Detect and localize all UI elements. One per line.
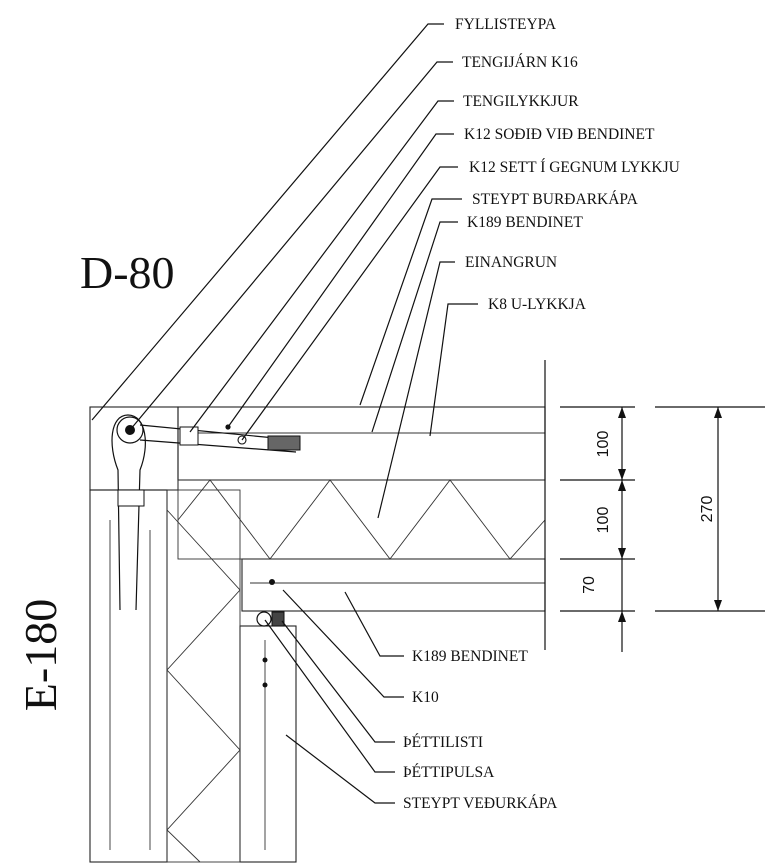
top-wall-code: D-80 [80,247,175,298]
callout-weather-slab: STEYPT VEÐURKÁPA [403,795,558,812]
callout-insulation: EINANGRUN [465,254,557,271]
fill-concrete-block [89,406,179,491]
insulation [166,479,546,863]
dimension-lines [544,360,765,652]
callout-k12-through-loop: K12 SETT Í GEGNUM LYKKJU [469,159,680,176]
concrete-sections [89,406,546,863]
callout-load-bearing-slab: STEYPT BURÐARKÁPA [472,191,639,208]
callout-k8-u-loop: K8 U-LYKKJA [488,296,587,313]
callout-sealing-sausage: ÞÉTTIPULSA [403,764,495,781]
leader-lines [91,23,478,804]
callout-sealing-strip: ÞÉTTILISTI [403,734,483,751]
callout-k12-welded: K12 SOÐIÐ VIÐ BENDINET [464,126,655,143]
inner-wall-leaf [239,625,297,863]
callout-k189-mesh-top: K189 BENDINET [467,214,583,231]
callout-k189-mesh-bottom: K189 BENDINET [412,648,528,665]
outer-wall-leaf [89,489,168,863]
dimension-layer-3: 70 [581,576,598,594]
seal-strip [271,611,285,627]
weather-slab [241,558,546,612]
callout-tie-bar-k16: TENGIJÁRN K16 [462,54,578,71]
dimension-layer-2: 100 [595,507,612,534]
side-wall-code: E-180 [15,599,66,711]
load-bearing-slab [177,406,546,481]
callout-fill-concrete: FYLLISTEYPA [455,16,557,33]
callout-k10: K10 [412,689,439,706]
dimension-layer-1: 100 [595,431,612,458]
callout-tie-loops: TENGILYKKJUR [463,93,579,110]
dimension-total: 270 [699,496,716,523]
seal-sausage [256,611,272,627]
